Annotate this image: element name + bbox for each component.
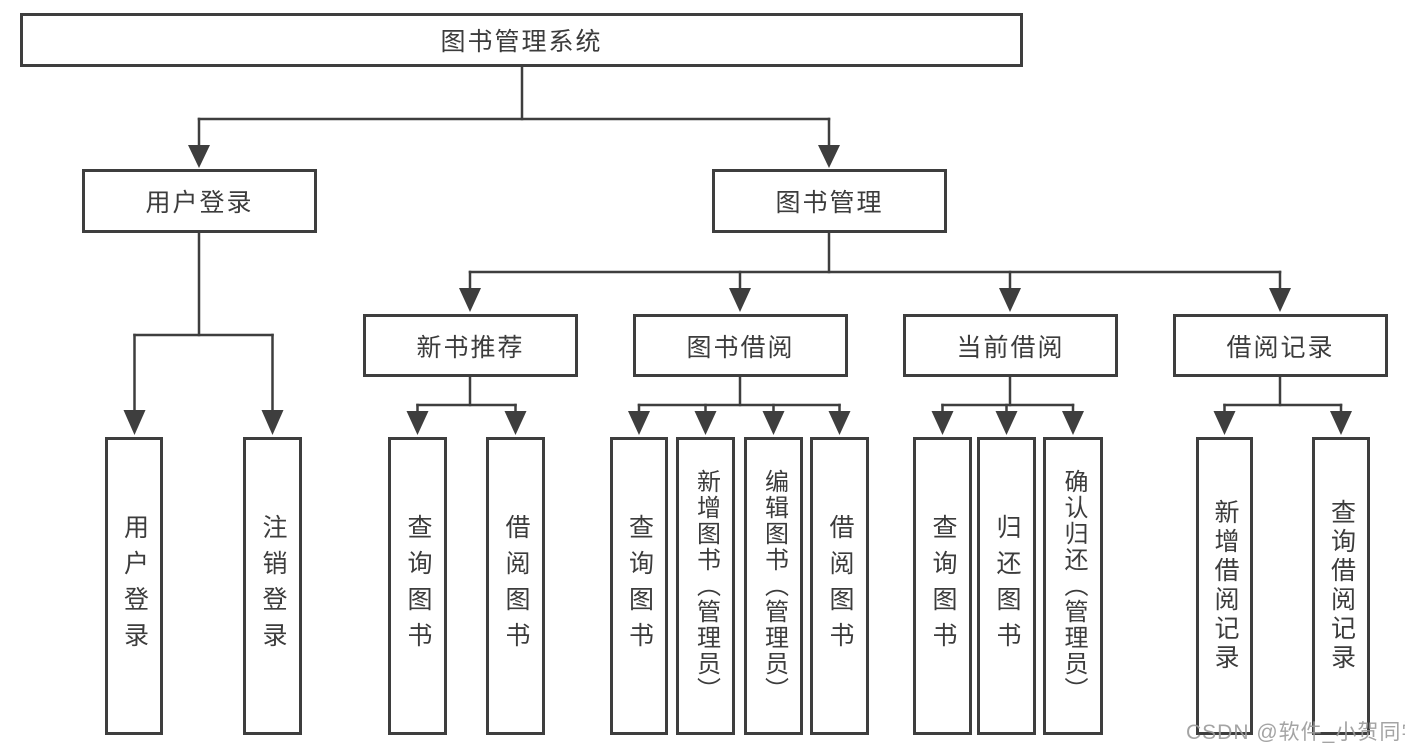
connector-user-login-to-leaves bbox=[123, 231, 284, 435]
leaf-label: 编辑图书（管理员） bbox=[760, 469, 788, 703]
connector-new-book-to-leaves bbox=[406, 375, 527, 435]
csdn-watermark: CSDN @软件_小贺同学 bbox=[1186, 721, 1405, 744]
leaf-query-books-borrow: 查询图书 bbox=[610, 437, 668, 735]
node-borrow-records: 借阅记录 bbox=[1173, 314, 1388, 377]
node-new-book-recommend: 新书推荐 bbox=[363, 314, 578, 377]
connector-root-to-level2 bbox=[188, 65, 840, 168]
leaf-borrow-books-recommend: 借阅图书 bbox=[486, 437, 545, 735]
leaf-label: 查询借阅记录 bbox=[1327, 499, 1356, 673]
connector-current-borrow-to-leaves bbox=[931, 375, 1084, 435]
leaf-edit-books-admin: 编辑图书（管理员） bbox=[744, 437, 803, 735]
leaf-confirm-return-admin: 确认归还（管理员） bbox=[1043, 437, 1103, 735]
leaf-add-books-admin: 新增图书（管理员） bbox=[676, 437, 735, 735]
leaf-add-borrow-record: 新增借阅记录 bbox=[1196, 437, 1253, 735]
leaf-label: 借阅图书 bbox=[502, 514, 530, 658]
node-label: 新书推荐 bbox=[416, 333, 525, 362]
leaf-label: 查询图书 bbox=[404, 514, 432, 658]
node-label: 用户登录 bbox=[145, 189, 254, 217]
connector-book-mgmt-to-level3 bbox=[459, 231, 1291, 312]
node-current-borrow: 当前借阅 bbox=[903, 314, 1118, 377]
leaf-label: 用户登录 bbox=[120, 514, 149, 658]
node-user-login: 用户登录 bbox=[82, 169, 317, 233]
leaf-label: 新增图书（管理员） bbox=[692, 469, 720, 703]
leaf-query-books-recommend: 查询图书 bbox=[388, 437, 447, 735]
leaf-label: 归还图书 bbox=[993, 514, 1021, 658]
leaf-label: 注销登录 bbox=[259, 514, 287, 658]
leaf-label: 查询图书 bbox=[929, 514, 957, 658]
leaf-label: 借阅图书 bbox=[826, 514, 854, 658]
leaf-label: 确认归还（管理员） bbox=[1060, 469, 1087, 703]
node-root-book-management-system: 图书管理系统 bbox=[20, 13, 1023, 67]
leaf-query-borrow-record: 查询借阅记录 bbox=[1312, 437, 1370, 735]
connector-borrow-records-to-leaves bbox=[1213, 375, 1352, 435]
leaf-query-books-current: 查询图书 bbox=[913, 437, 972, 735]
node-label: 图书借阅 bbox=[686, 333, 795, 362]
node-book-management: 图书管理 bbox=[712, 169, 947, 233]
node-label: 当前借阅 bbox=[956, 333, 1065, 362]
node-label: 图书管理系统 bbox=[440, 28, 603, 56]
leaf-user-login: 用户登录 bbox=[105, 437, 163, 735]
node-book-borrow: 图书借阅 bbox=[633, 314, 848, 377]
leaf-borrow-books: 借阅图书 bbox=[810, 437, 869, 735]
node-label: 图书管理 bbox=[775, 189, 884, 217]
connector-book-borrow-to-leaves bbox=[628, 375, 851, 435]
leaf-label: 查询图书 bbox=[625, 514, 654, 658]
leaf-logout: 注销登录 bbox=[243, 437, 302, 735]
leaf-return-books: 归还图书 bbox=[977, 437, 1036, 735]
leaf-label: 新增借阅记录 bbox=[1211, 499, 1239, 673]
node-label: 借阅记录 bbox=[1226, 333, 1335, 362]
